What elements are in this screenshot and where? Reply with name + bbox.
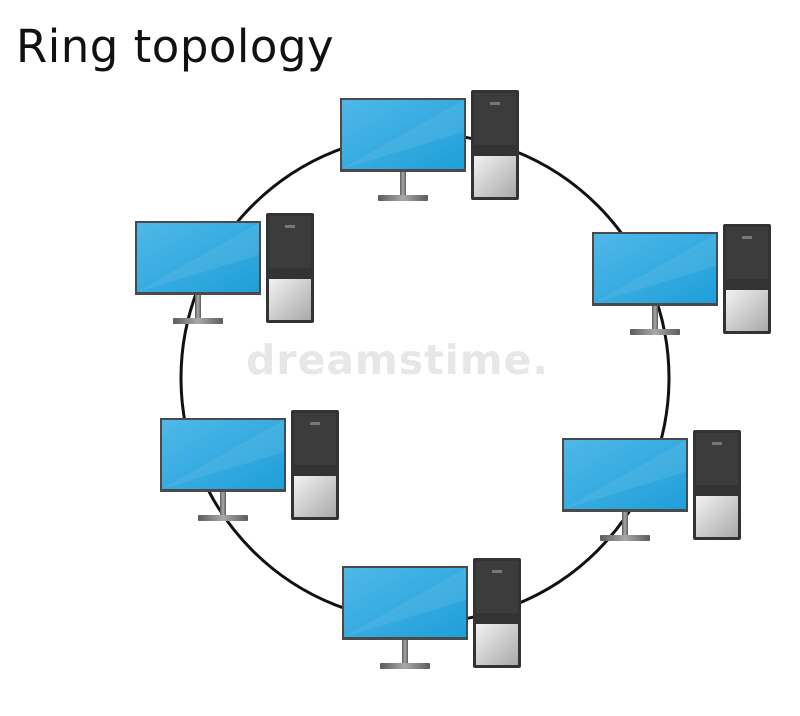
desktop-computer-icon (160, 410, 339, 521)
desktop-computer-icon (342, 558, 521, 669)
computer-lower-left (160, 410, 339, 521)
desktop-computer-icon (340, 90, 519, 201)
desktop-computer-icon (135, 213, 314, 324)
diagram-title: Ring topology (16, 20, 335, 73)
computer-upper-right (592, 224, 771, 335)
computer-top (340, 90, 519, 201)
watermark: dreamstime. (246, 336, 549, 384)
desktop-computer-icon (562, 430, 741, 541)
desktop-computer-icon (592, 224, 771, 335)
ring-connection (179, 132, 671, 624)
computer-lower-right (562, 430, 741, 541)
computer-upper-left (135, 213, 314, 324)
computer-bottom (342, 558, 521, 669)
